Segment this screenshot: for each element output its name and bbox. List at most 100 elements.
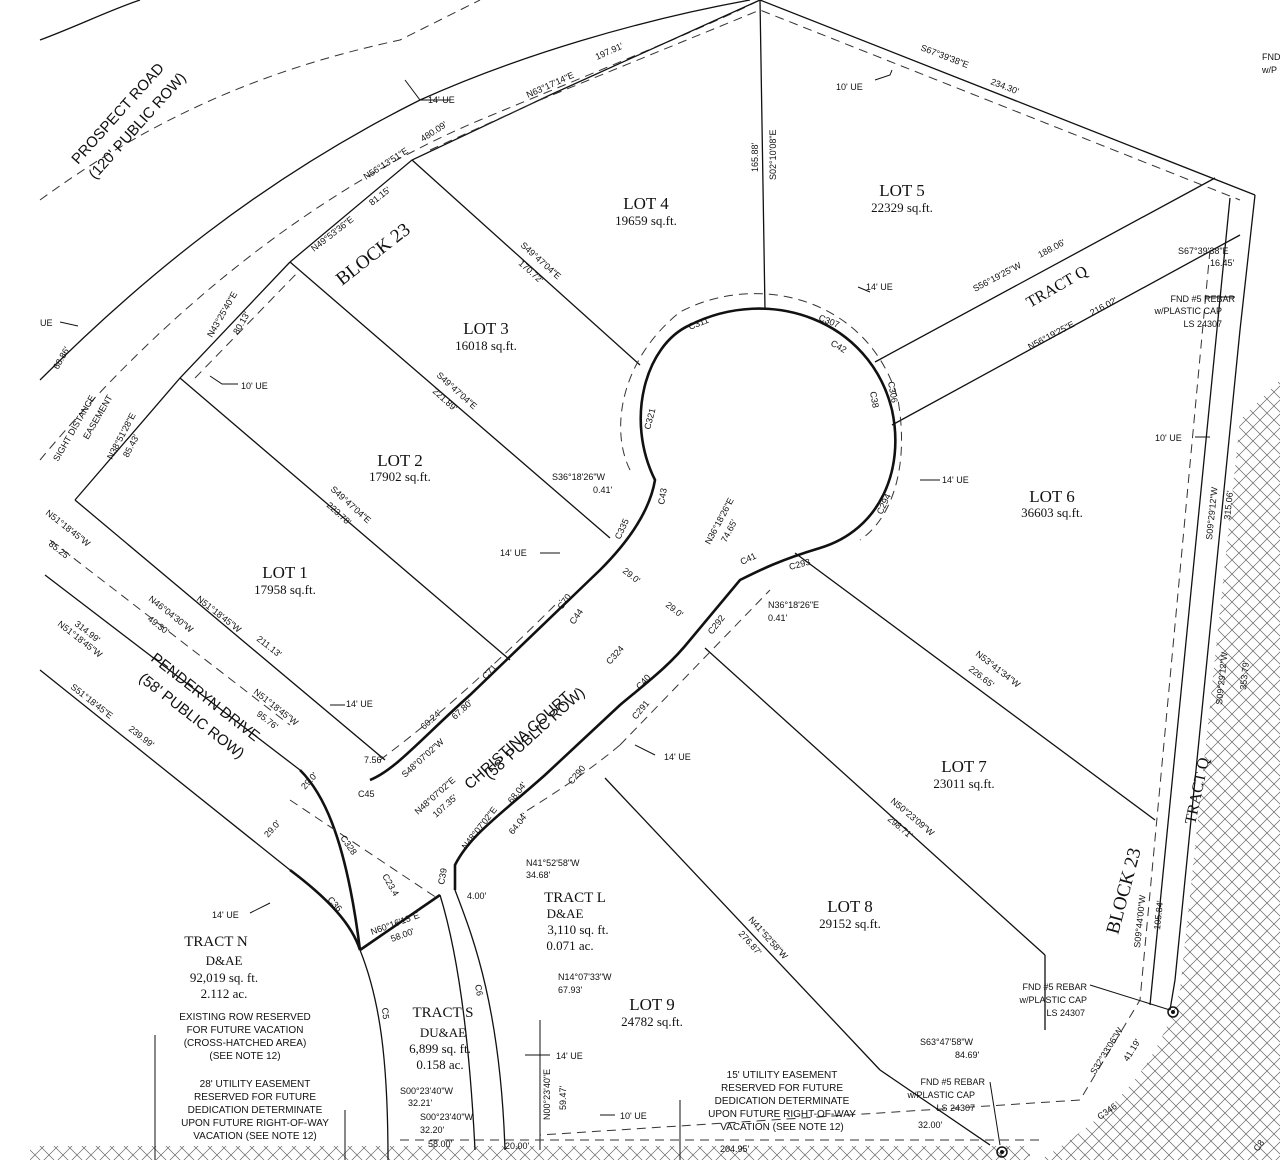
svg-text:FND: FND bbox=[1262, 52, 1280, 62]
curve-label: C290 bbox=[566, 763, 587, 786]
curve-label: C293 bbox=[788, 557, 811, 572]
bearing-label: N00°23'40"E bbox=[542, 1069, 552, 1120]
lot-5-area: 22329 sq.ft. bbox=[871, 200, 933, 215]
lot-lines bbox=[74, 0, 1241, 1146]
lot-7-name: LOT 7 bbox=[941, 757, 987, 776]
prospect-road-dashed-line-2 bbox=[39, 0, 761, 461]
bearing-label: S36°18'26"W bbox=[552, 472, 606, 482]
bearing-label: N41°52'58"W bbox=[526, 858, 580, 868]
christina-court-row-west bbox=[359, 893, 441, 952]
distance-label: 29.0' bbox=[664, 600, 686, 620]
svg-text:LS 24307: LS 24307 bbox=[936, 1103, 975, 1113]
prospect-row-line bbox=[39, 0, 751, 381]
bearing-label: S02°10'08"E bbox=[768, 129, 778, 180]
svg-text:UPON FUTURE RIGHT-OF-WAY: UPON FUTURE RIGHT-OF-WAY bbox=[708, 1109, 856, 1120]
distance-label: 353.79' bbox=[1238, 660, 1251, 690]
curve-label: C5 bbox=[380, 1007, 391, 1019]
ue-10-label: 10' UE bbox=[1155, 433, 1182, 443]
distance-label: 85.25' bbox=[47, 539, 72, 562]
lot-1-area: 17958 sq.ft. bbox=[254, 582, 316, 597]
tract-s-use: DU&AE bbox=[420, 1025, 466, 1040]
curve-label: C44 bbox=[567, 607, 585, 626]
bearing-label: S00°23'40"W bbox=[420, 1112, 474, 1122]
ue-14-label: 14' UE bbox=[664, 752, 691, 762]
curve-label: C45 bbox=[358, 789, 375, 799]
note-15-utility-easement: 15' UTILITY EASEMENT RESERVED FOR FUTURE… bbox=[708, 1070, 856, 1133]
distance-label: 204.95' bbox=[720, 1144, 750, 1154]
bearing-label: N48°07'02"E bbox=[460, 805, 499, 851]
svg-text:(CROSS-HATCHED AREA): (CROSS-HATCHED AREA) bbox=[184, 1038, 307, 1049]
tract-q-upper-label: TRACT Q bbox=[1024, 263, 1092, 312]
svg-text:LS 24307: LS 24307 bbox=[1046, 1008, 1085, 1018]
svg-text:VACATION (SEE NOTE 12): VACATION (SEE NOTE 12) bbox=[193, 1131, 317, 1142]
crosshatch-area-east bbox=[1040, 380, 1280, 1160]
curve-label: C40 bbox=[634, 672, 652, 691]
svg-text:FND #5 REBAR: FND #5 REBAR bbox=[1022, 982, 1087, 992]
bearing-label: N36°18'26"E bbox=[768, 600, 819, 610]
rebar-monument-2 bbox=[996, 1146, 1008, 1158]
svg-text:28' UTILITY EASEMENT: 28' UTILITY EASEMENT bbox=[200, 1079, 311, 1090]
lot-3-name: LOT 3 bbox=[463, 319, 509, 338]
ue-14-label: 14' UE bbox=[866, 282, 893, 292]
svg-text:VACATION (SEE NOTE 12): VACATION (SEE NOTE 12) bbox=[720, 1122, 844, 1133]
ue-14-label: 14' UE bbox=[428, 95, 455, 105]
curve-label: C41 bbox=[739, 551, 758, 567]
distance-label: 188.06' bbox=[1036, 237, 1067, 260]
curve-label: C23.4 bbox=[380, 872, 401, 898]
distance-label: 16.45' bbox=[1210, 258, 1235, 268]
ue-10-label: 10' UE bbox=[836, 82, 863, 92]
bearing-label: S00°23'40"W bbox=[400, 1086, 454, 1096]
tract-s-line bbox=[439, 894, 476, 1151]
curve-label: C70 bbox=[555, 592, 573, 611]
distance-label: 60.24' bbox=[419, 708, 444, 732]
distance-label: 480.09' bbox=[419, 119, 449, 143]
svg-text:DEDICATION DETERMINATE: DEDICATION DETERMINATE bbox=[188, 1105, 323, 1116]
ue-14-label: 14' UE bbox=[942, 475, 969, 485]
svg-text:w/PLASTIC CAP: w/PLASTIC CAP bbox=[1153, 306, 1222, 316]
lot-7-area: 23011 sq.ft. bbox=[933, 776, 994, 791]
note-28-utility-easement: 28' UTILITY EASEMENT RESERVED FOR FUTURE… bbox=[181, 1079, 329, 1142]
distance-label: 165.88' bbox=[750, 142, 760, 172]
tract-l-name: TRACT L bbox=[544, 890, 606, 906]
tract-s-ac: 0.158 ac. bbox=[416, 1057, 463, 1072]
ue-10-label: 10' UE bbox=[241, 381, 268, 391]
distance-label: 20.00' bbox=[505, 1141, 530, 1151]
curve-label: C38 bbox=[868, 391, 881, 409]
block-boundary-east bbox=[1169, 194, 1256, 1011]
tract-l-sqft: 3,110 sq. ft. bbox=[547, 922, 608, 937]
svg-text:FOR FUTURE VACATION: FOR FUTURE VACATION bbox=[187, 1025, 304, 1036]
svg-text:15' UTILITY EASEMENT: 15' UTILITY EASEMENT bbox=[727, 1070, 838, 1081]
curve-label: C43 bbox=[656, 487, 669, 505]
distance-label: 7.56' bbox=[364, 755, 384, 765]
bearing-label: N56°13'51"E bbox=[362, 145, 410, 181]
lot-9-name: LOT 9 bbox=[629, 995, 675, 1014]
bearing-label: S32°33'06"W bbox=[1088, 1025, 1125, 1076]
distance-label: 105.84' bbox=[1152, 900, 1165, 930]
distance-label: 58.00' bbox=[428, 1139, 453, 1149]
svg-text:FND #5 REBAR: FND #5 REBAR bbox=[920, 1077, 985, 1087]
distance-label: 197.91' bbox=[594, 41, 625, 62]
lot-9-area: 24782 sq.ft. bbox=[621, 1014, 683, 1029]
svg-text:w/P: w/P bbox=[1261, 65, 1277, 75]
penderyn-line-2 bbox=[39, 669, 291, 871]
bearing-label: N49°53'36"E bbox=[309, 214, 355, 253]
distance-label: 29.0' bbox=[262, 818, 282, 839]
distance-label: 29.0' bbox=[621, 566, 643, 586]
bearing-label: S56°19'25"W bbox=[971, 260, 1023, 294]
ue-label: UE bbox=[40, 318, 53, 328]
curve-label: C42 bbox=[829, 338, 848, 355]
tract-s-name: TRACT S bbox=[413, 1005, 474, 1021]
ue-14-label: 14' UE bbox=[346, 699, 373, 709]
note-existing-row: EXISTING ROW RESERVED FOR FUTURE VACATIO… bbox=[179, 1012, 311, 1062]
svg-text:w/PLASTIC CAP: w/PLASTIC CAP bbox=[1018, 995, 1087, 1005]
distance-label: 0.41' bbox=[593, 485, 613, 495]
distance-label: 4.00' bbox=[467, 891, 487, 901]
lot-5-name: LOT 5 bbox=[879, 181, 925, 200]
curve-label: C36 bbox=[326, 895, 344, 914]
curve-label: C324 bbox=[604, 644, 626, 667]
distance-label: 32.21' bbox=[408, 1098, 433, 1108]
penderyn-line-1 bbox=[44, 574, 301, 771]
monument-labels: FND #5 REBAR w/PLASTIC CAP LS 24307 FND … bbox=[906, 52, 1280, 1113]
tract-n-use: D&AE bbox=[206, 953, 243, 968]
lot-8-area: 29152 sq.ft. bbox=[819, 916, 881, 931]
